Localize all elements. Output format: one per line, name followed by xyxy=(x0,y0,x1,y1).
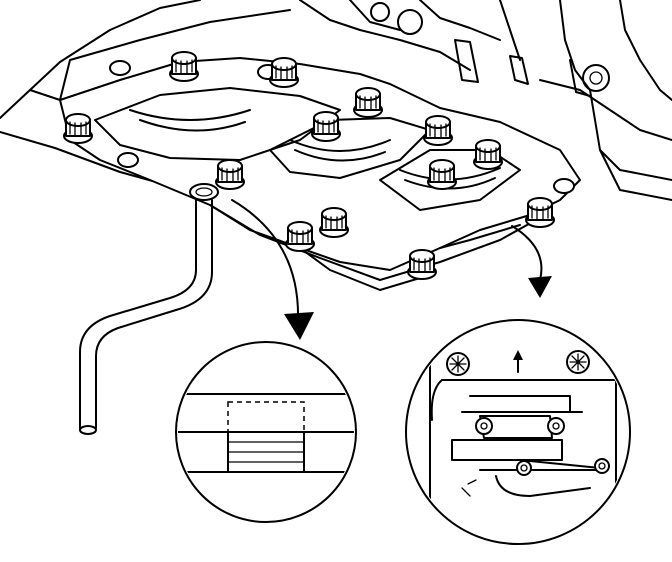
detail-view-bearing-cap xyxy=(405,319,631,545)
detail-bolt xyxy=(475,417,493,435)
callout-arrow-right xyxy=(511,225,552,298)
bolt xyxy=(63,113,93,144)
main-bearing-bolts xyxy=(63,51,555,280)
bolt xyxy=(215,159,245,190)
bolt xyxy=(319,207,349,238)
detail-bolt xyxy=(446,352,470,376)
bolt xyxy=(525,197,555,228)
bolt xyxy=(473,139,503,170)
bolt xyxy=(423,115,453,146)
bolt xyxy=(269,57,299,88)
plastigage-tool xyxy=(79,183,219,435)
callout-arrow-left xyxy=(231,199,314,340)
bolt xyxy=(285,221,315,252)
detail-bolt xyxy=(594,458,610,474)
detail-bolt xyxy=(566,350,590,374)
detail-bolt xyxy=(547,417,565,435)
bolt xyxy=(407,249,437,280)
bolt xyxy=(311,111,341,142)
direction-arrow-icon xyxy=(513,350,523,373)
bolt xyxy=(427,159,457,190)
engine-block-outline xyxy=(0,0,672,201)
detail-bolt xyxy=(516,460,532,476)
bedplate xyxy=(59,57,581,291)
bolt xyxy=(353,87,383,118)
detail-view-gauge-strip xyxy=(175,341,357,523)
bolt xyxy=(169,51,199,82)
